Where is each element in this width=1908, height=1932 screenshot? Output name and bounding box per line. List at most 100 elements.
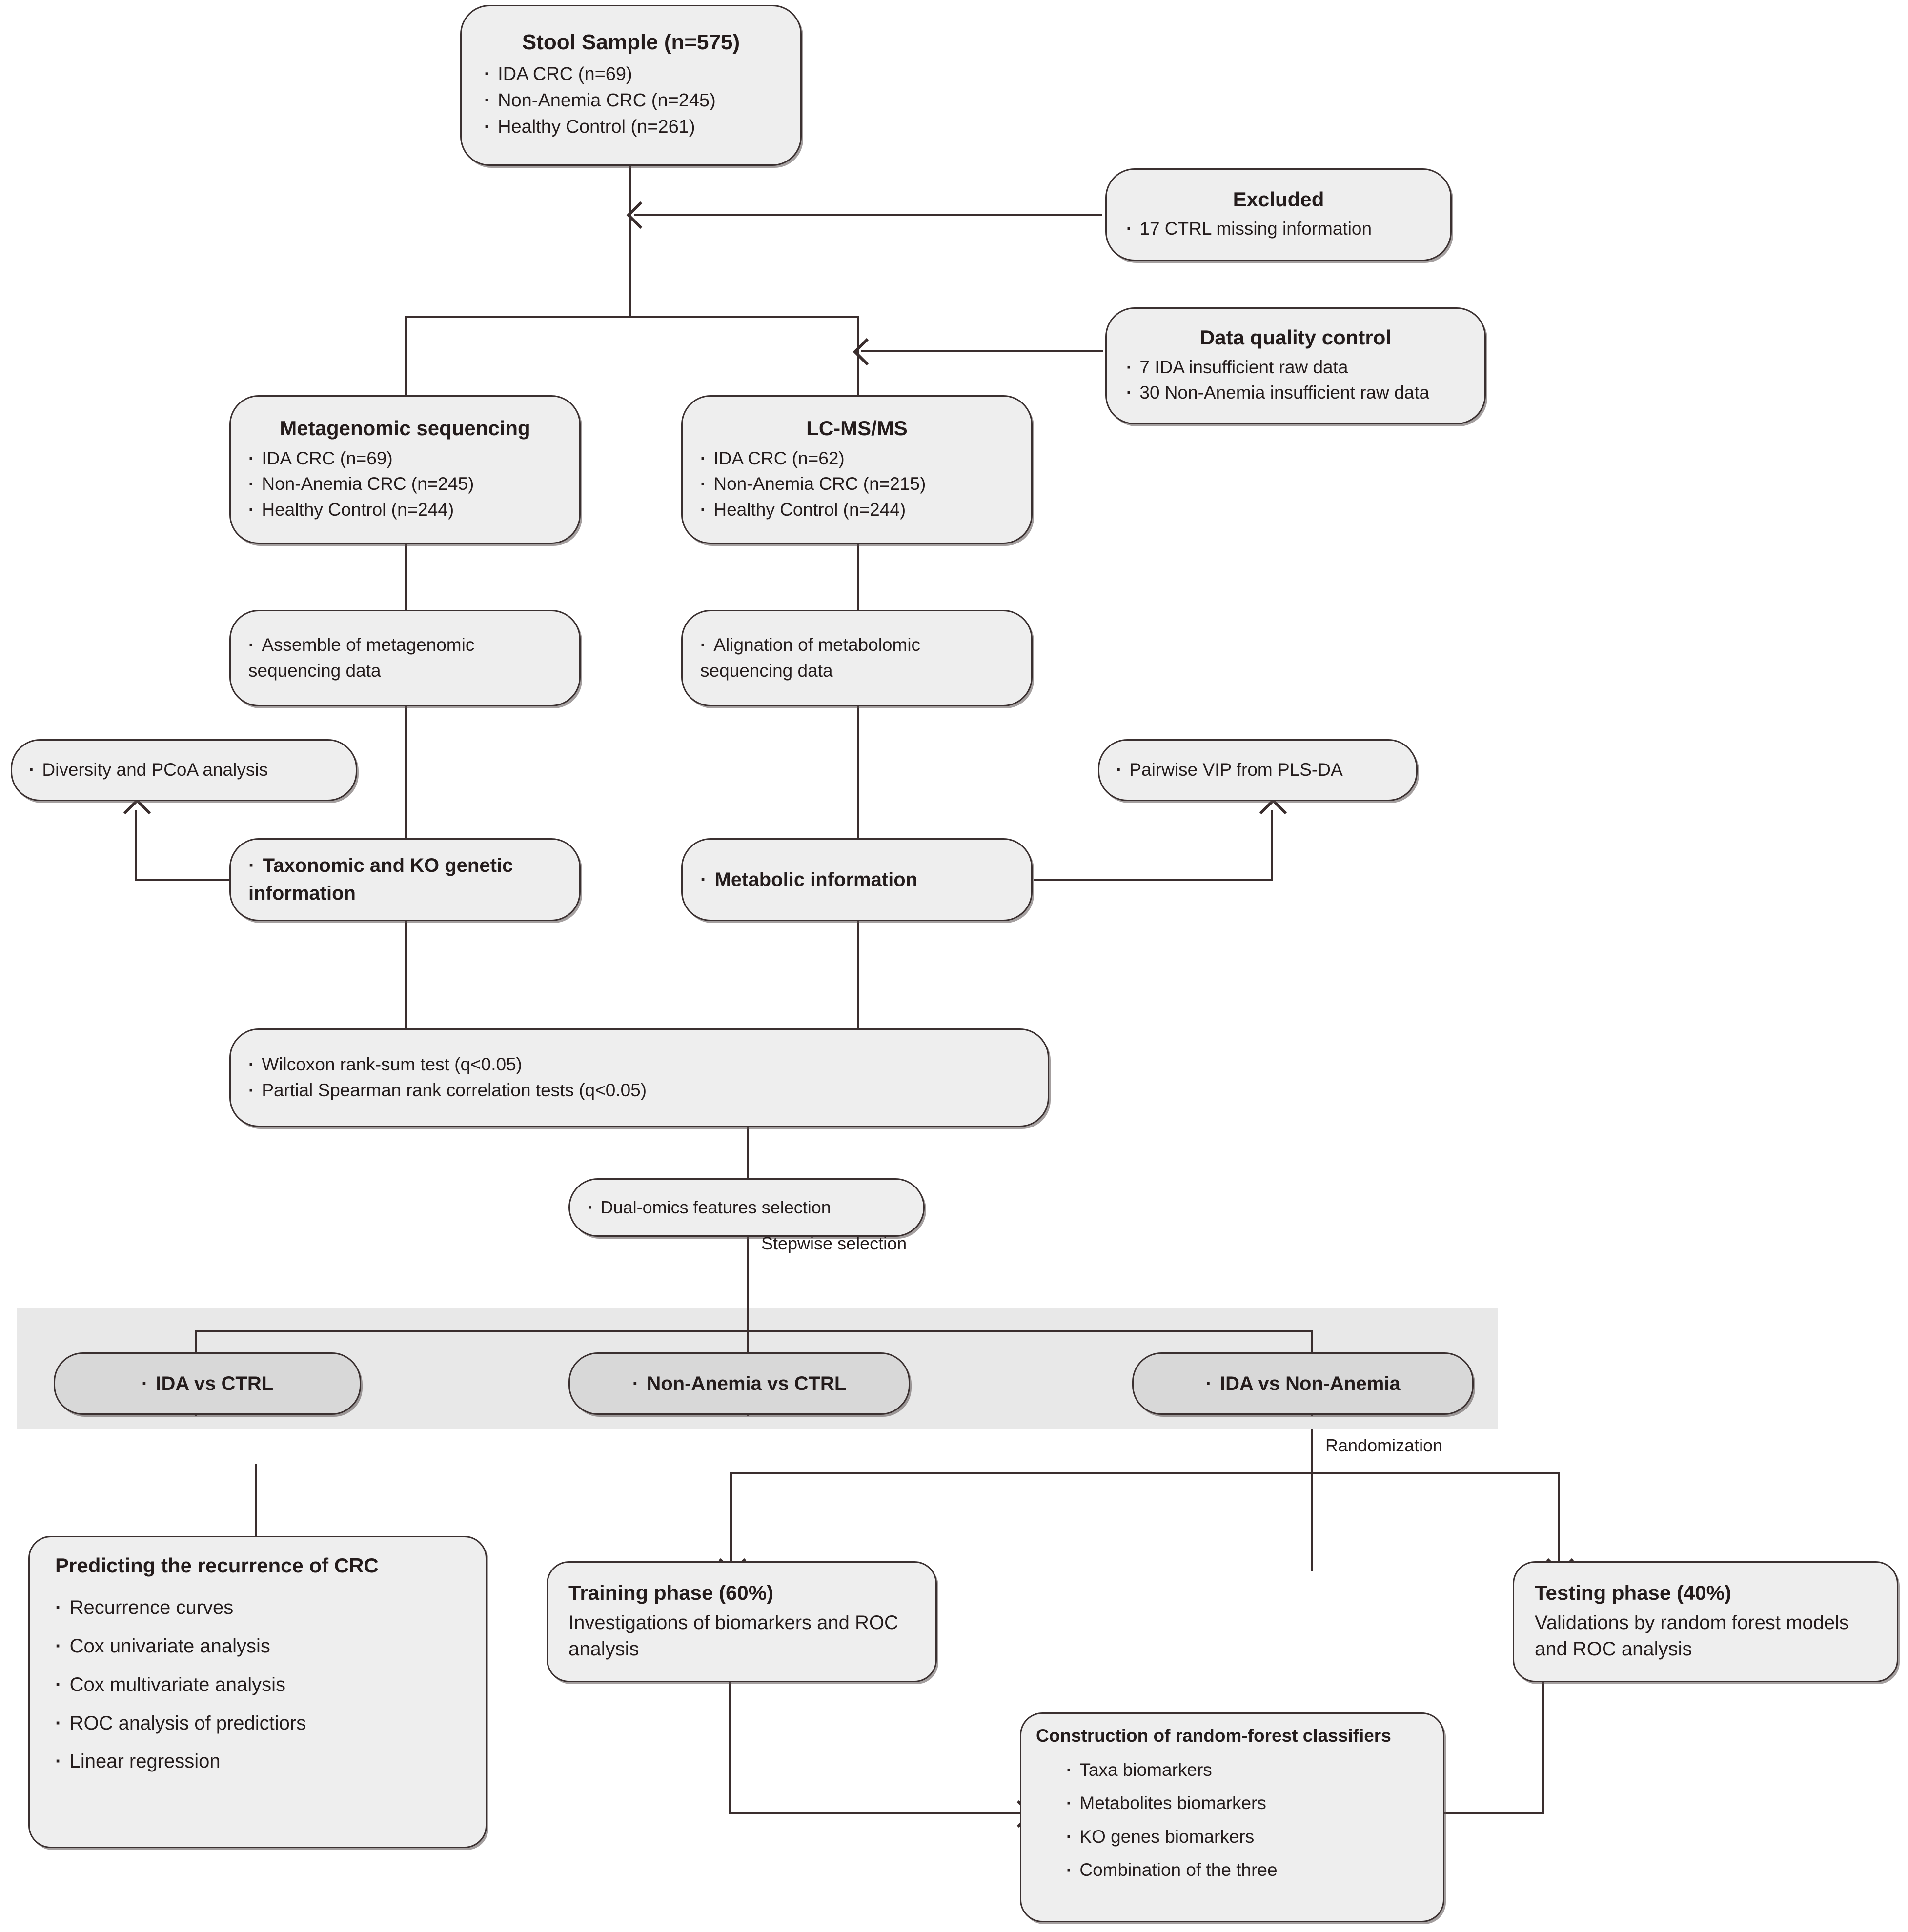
connector-stats-dualomics	[747, 1127, 749, 1178]
node-testing-phase[interactable]: Testing phase (40%) Validations by rando…	[1513, 1561, 1898, 1682]
node-stool-sample[interactable]: Stool Sample (n=575) IDA CRC (n=69) Non-…	[460, 5, 802, 166]
node-assemble-metagenomic[interactable]: Assemble of metagenomic sequencing data	[229, 610, 581, 706]
list-item: Non-Anemia CRC (n=215)	[700, 471, 1014, 497]
connector-testing-classifiers-h	[1440, 1812, 1544, 1814]
connector-taxonomic-stats	[405, 921, 407, 1028]
node-diversity-pcoa[interactable]: Diversity and PCoA analysis	[11, 739, 357, 801]
connector-metabolic-vip-v	[1271, 810, 1273, 881]
connector-training-classifiers-v	[729, 1682, 731, 1813]
node-title: Metagenomic sequencing	[280, 416, 530, 440]
node-metabolic-information[interactable]: Metabolic information	[681, 838, 1033, 921]
list-item: Cox multivariate analysis	[55, 1671, 460, 1699]
connector-excluded	[634, 214, 1102, 216]
connector-training-classifiers-h	[729, 1812, 1022, 1814]
node-list: Wilcoxon rank-sum test (q<0.05) Partial …	[248, 1052, 1030, 1103]
node-list: IDA CRC (n=69) Non-Anemia CRC (n=245) He…	[248, 446, 562, 523]
list-item: Linear regression	[55, 1748, 460, 1775]
node-list: 17 CTRL missing information	[1126, 216, 1431, 242]
connector-qc	[861, 350, 1103, 352]
list-item: 7 IDA insufficient raw data	[1126, 355, 1465, 381]
list-item: Taxa biomarkers	[1066, 1757, 1428, 1783]
node-alignation-metabolomic[interactable]: Alignation of metabolomic sequencing dat…	[681, 610, 1033, 706]
list-item: Healthy Control (n=244)	[700, 497, 1014, 523]
list-item: Dual-omics features selection	[588, 1195, 906, 1220]
edge-label-stepwise-selection: Stepwise selection	[761, 1233, 907, 1253]
list-item: Non-Anemia CRC (n=245)	[248, 471, 562, 497]
node-title: Stool Sample (n=575)	[522, 30, 740, 54]
node-list: 7 IDA insufficient raw data 30 Non-Anemi…	[1126, 355, 1465, 406]
list-item: Taxonomic and KO genetic information	[248, 852, 562, 907]
list-item: Cox univariate analysis	[55, 1632, 460, 1660]
connector-metabolic-stats	[857, 921, 859, 1028]
node-list: IDA CRC (n=62) Non-Anemia CRC (n=215) He…	[700, 446, 1014, 523]
connector-randomization-stem	[1311, 1429, 1313, 1571]
node-list: Assemble of metagenomic sequencing data	[248, 632, 562, 684]
node-body: Validations by random forest models and …	[1535, 1612, 1849, 1660]
node-data-quality-control[interactable]: Data quality control 7 IDA insufficient …	[1105, 307, 1486, 424]
list-item: Healthy Control (n=244)	[248, 497, 562, 523]
node-list: IDA vs Non-Anemia	[1205, 1370, 1401, 1398]
list-item: Non-Anemia vs CTRL	[632, 1370, 846, 1398]
node-taxonomic-ko[interactable]: Taxonomic and KO genetic information	[229, 838, 581, 921]
list-item: Metabolic information	[700, 866, 1014, 894]
node-metagenomic-sequencing[interactable]: Metagenomic sequencing IDA CRC (n=69) No…	[229, 395, 581, 544]
connector-taxonomic-diversity-v	[135, 810, 137, 881]
node-pairwise-vip[interactable]: Pairwise VIP from PLS-DA	[1098, 739, 1418, 801]
node-title: Data quality control	[1199, 326, 1392, 349]
node-list: Non-Anemia vs CTRL	[632, 1370, 846, 1398]
node-list: Taxonomic and KO genetic information	[248, 852, 562, 907]
node-title: LC-MS/MS	[806, 416, 908, 440]
node-list: IDA vs CTRL	[142, 1370, 273, 1398]
connector-randomization-left	[730, 1472, 732, 1563]
list-item: IDA vs Non-Anemia	[1205, 1370, 1401, 1398]
edge-label-randomization: Randomization	[1325, 1435, 1443, 1455]
connector-split-left	[405, 316, 407, 395]
list-item: KO genes biomarkers	[1066, 1824, 1428, 1850]
node-list: Pairwise VIP from PLS-DA	[1116, 757, 1400, 783]
list-item: Diversity and PCoA analysis	[29, 757, 339, 783]
connector-randomization-bar	[730, 1472, 1560, 1474]
node-ida-vs-non-anemia[interactable]: IDA vs Non-Anemia	[1132, 1352, 1474, 1415]
node-title: Training phase (60%)	[568, 1581, 774, 1604]
node-non-anemia-vs-ctrl[interactable]: Non-Anemia vs CTRL	[568, 1352, 910, 1415]
list-item: Metabolites biomarkers	[1066, 1791, 1428, 1816]
list-item: Healthy Control (n=261)	[484, 114, 778, 141]
node-list: Recurrence curves Cox univariate analysi…	[55, 1594, 460, 1775]
connector-assemble-taxonomic	[405, 706, 407, 838]
node-list: Taxa biomarkers Metabolites biomarkers K…	[1036, 1757, 1428, 1883]
connector-taxonomic-diversity-h	[135, 879, 276, 881]
connector-lcms-alignation	[857, 544, 859, 610]
node-dual-omics-selection[interactable]: Dual-omics features selection	[568, 1178, 925, 1237]
connector-split-bar	[405, 316, 859, 318]
list-item: IDA vs CTRL	[142, 1370, 273, 1398]
list-item: 17 CTRL missing information	[1126, 216, 1431, 242]
connector-dualomics-down	[747, 1220, 749, 1331]
list-item: Non-Anemia CRC (n=245)	[484, 88, 778, 114]
node-title: Construction of random-forest classifier…	[1036, 1726, 1391, 1746]
connector-metagenomic-assemble	[405, 544, 407, 610]
connector-comparison-bar	[195, 1330, 1313, 1332]
node-list: Diversity and PCoA analysis	[29, 757, 339, 783]
list-item: Alignation of metabolomic sequencing dat…	[700, 632, 1014, 684]
list-item: IDA CRC (n=62)	[700, 446, 1014, 472]
arrow-vip	[1259, 798, 1287, 826]
node-title: Predicting the recurrence of CRC	[55, 1554, 379, 1577]
connector-randomization-right	[1558, 1472, 1560, 1563]
connector-stool-down	[629, 166, 631, 317]
connector-split-right	[857, 316, 859, 395]
node-ida-vs-ctrl[interactable]: IDA vs CTRL	[54, 1352, 361, 1415]
node-excluded[interactable]: Excluded 17 CTRL missing information	[1105, 168, 1452, 261]
node-lc-ms-ms[interactable]: LC-MS/MS IDA CRC (n=62) Non-Anemia CRC (…	[681, 395, 1033, 544]
node-training-phase[interactable]: Training phase (60%) Investigations of b…	[547, 1561, 937, 1682]
connector-ida-recurrence	[255, 1464, 257, 1536]
node-title: Excluded	[1233, 187, 1324, 211]
arrow-diversity	[123, 798, 151, 826]
node-list: Alignation of metabolomic sequencing dat…	[700, 632, 1014, 684]
node-statistical-tests[interactable]: Wilcoxon rank-sum test (q<0.05) Partial …	[229, 1028, 1049, 1127]
node-predicting-recurrence[interactable]: Predicting the recurrence of CRC Recurre…	[28, 1536, 487, 1848]
list-item: Recurrence curves	[55, 1594, 460, 1622]
node-random-forest-classifiers[interactable]: Construction of random-forest classifier…	[1020, 1712, 1444, 1922]
connector-metabolic-vip-h	[1034, 879, 1273, 881]
list-item: Wilcoxon rank-sum test (q<0.05)	[248, 1052, 1030, 1078]
connector-alignation-metabolic	[857, 706, 859, 838]
